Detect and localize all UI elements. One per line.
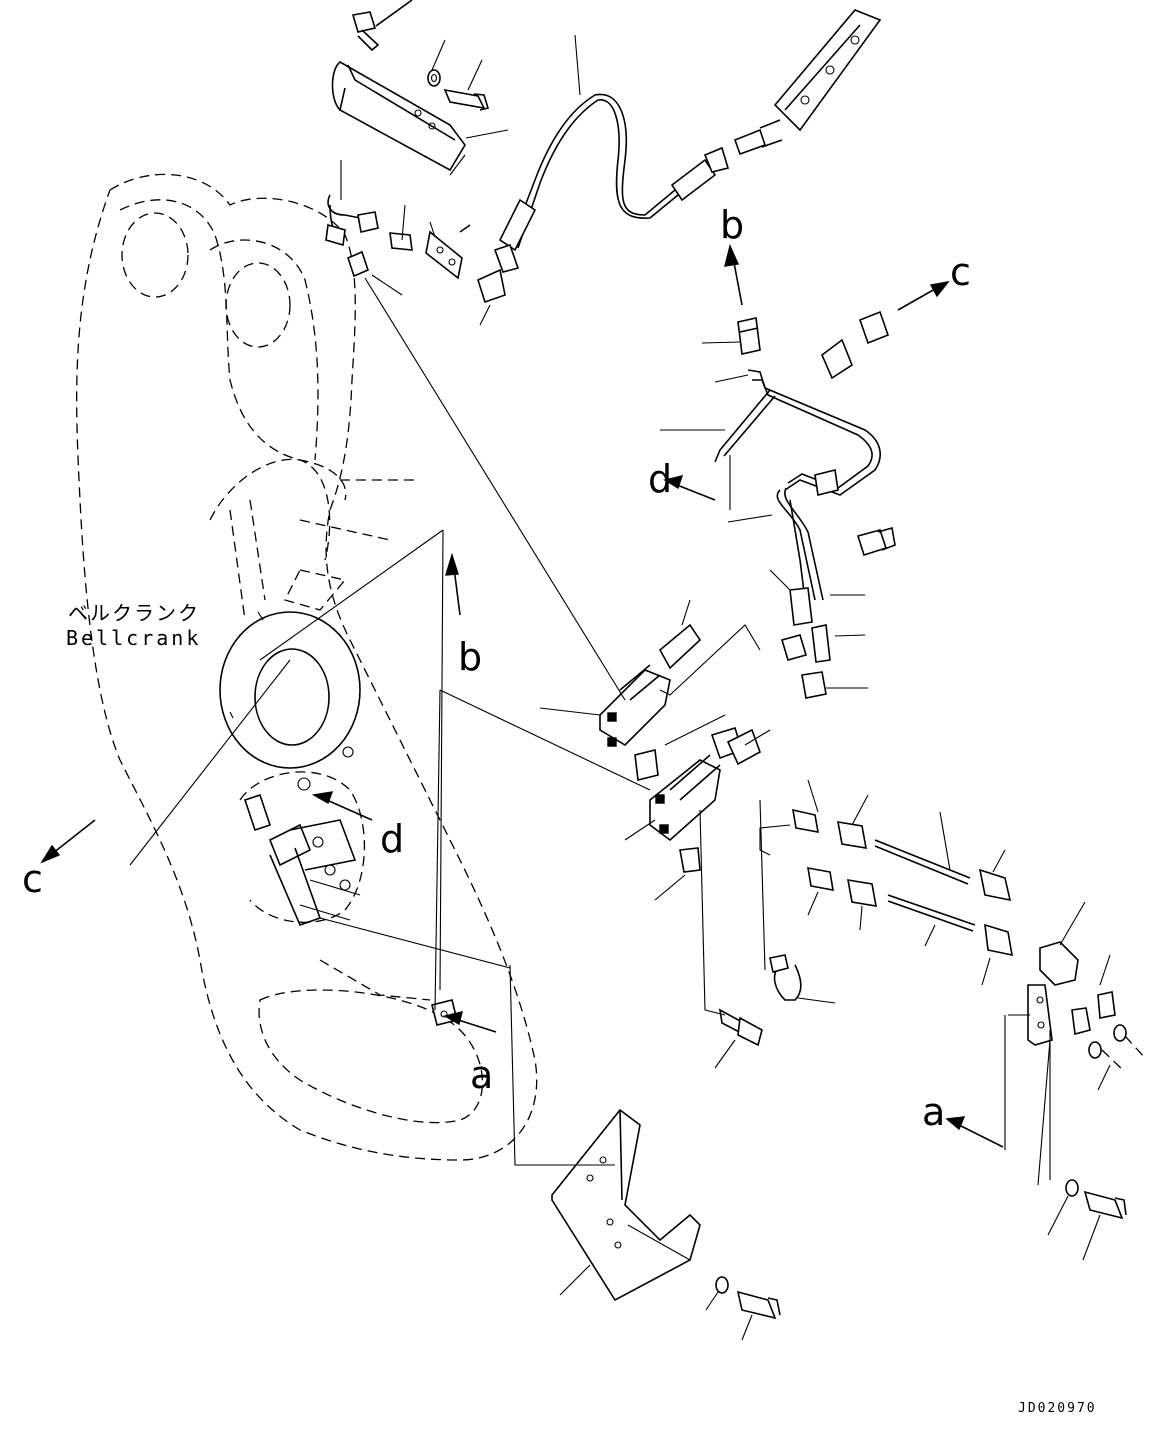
upper-left-fittings — [325, 154, 626, 701]
valve-blocks — [539, 599, 771, 901]
bellcrank-boss — [219, 611, 361, 791]
view-marker-b-left: b — [458, 635, 482, 679]
top-bracket — [331, 0, 509, 172]
bellcrank-label-en: Bellcrank — [66, 626, 201, 650]
view-marker-b-right: b — [720, 203, 744, 247]
view-marker-c-right: c — [950, 250, 971, 294]
view-marker-labels: b d c a b c d a — [22, 203, 971, 1134]
view-marker-a-left: a — [470, 1053, 493, 1097]
bellcrank-outline — [76, 173, 538, 1161]
view-marker-d-left: d — [380, 817, 404, 861]
view-arrows — [40, 243, 1004, 1148]
view-marker-c-left: c — [22, 857, 43, 901]
lower-cover-plate — [551, 1108, 781, 1341]
lever-arm — [773, 9, 882, 132]
drawing-code: JD020970 — [1018, 1401, 1097, 1416]
pipe-group-upper — [659, 310, 896, 699]
lower-right-bracket — [1027, 901, 1146, 1261]
view-leader-lines — [129, 529, 1051, 1180]
clamp-assembly-bellcrank — [243, 793, 458, 1026]
upper-hose — [477, 34, 783, 326]
view-marker-d-right: d — [648, 457, 672, 501]
pipe-group-lower — [714, 779, 1013, 1069]
view-marker-a-right: a — [922, 1090, 945, 1134]
bellcrank-label: ベルクランク Bellcrank — [66, 601, 201, 650]
bellcrank-label-jp: ベルクランク — [68, 601, 200, 625]
